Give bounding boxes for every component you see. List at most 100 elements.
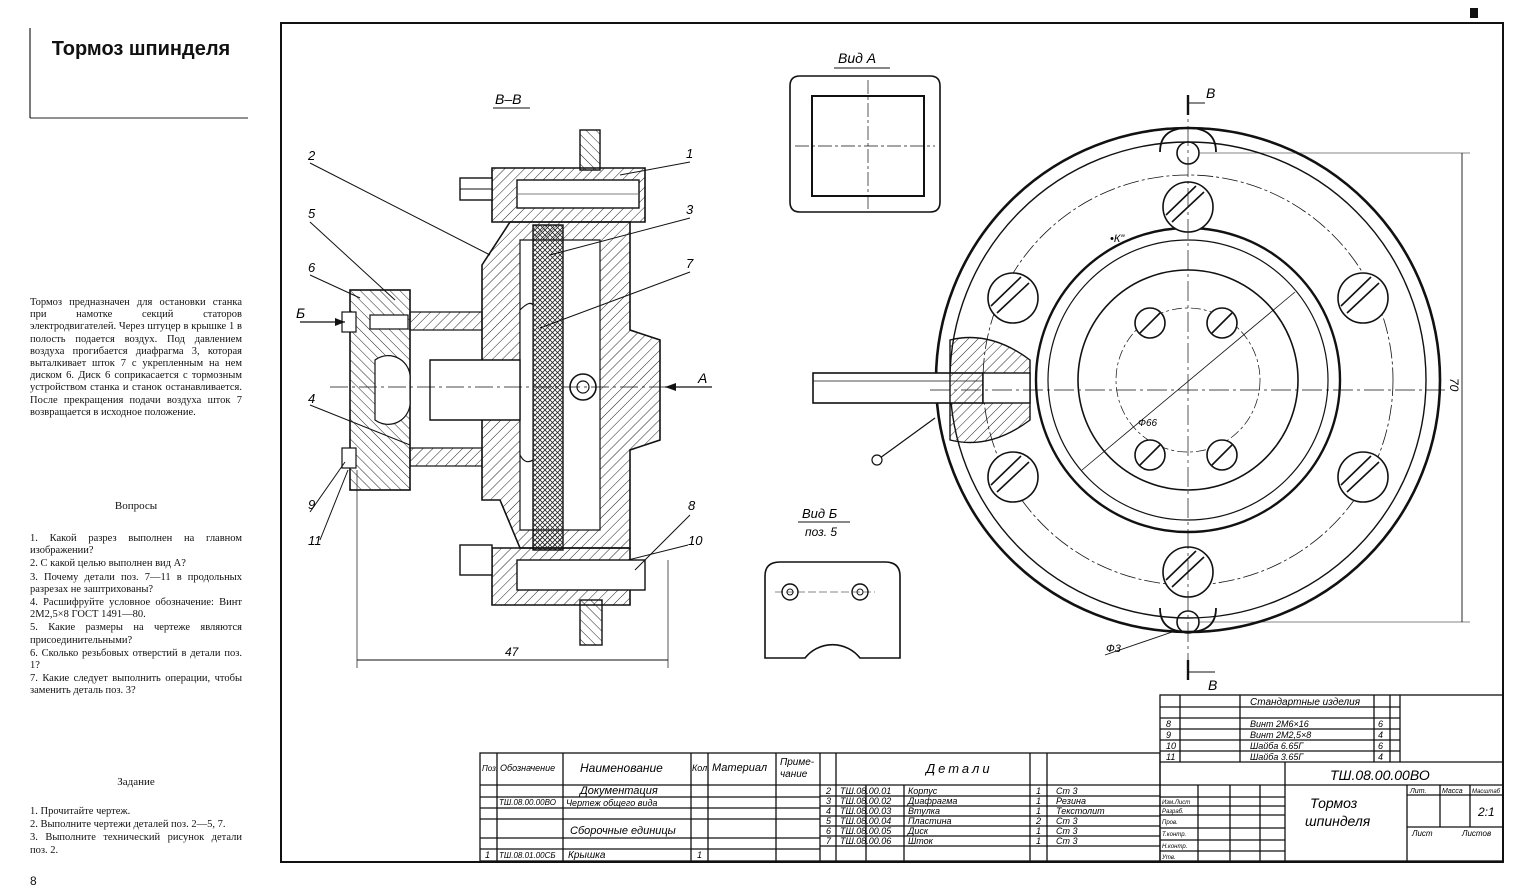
section-label: В–В — [495, 91, 521, 107]
detail-code: ТШ.08.00.05 — [840, 826, 892, 836]
leader-10: 10 — [688, 533, 703, 548]
question-item: 7. Какие следует выполнить операции, что… — [30, 673, 242, 697]
std-pos: 9 — [1166, 730, 1171, 740]
detail-pos: 3 — [826, 796, 831, 806]
page-title: Тормоз шпинделя — [51, 38, 231, 60]
task-item: 2. Выполните чертежи деталей поз. 2—5, 7… — [30, 819, 226, 831]
spec-row-pos: 1 — [485, 850, 490, 860]
front-view: Ф66 •К" В В 70 Ф3 — [812, 85, 1470, 693]
leader-4: 4 — [308, 391, 315, 406]
detail-name: Втулка — [908, 806, 940, 816]
question-item: 5. Какие размеры на чертеже являются при… — [30, 622, 242, 646]
spec-header-qty: Кол. — [692, 763, 710, 773]
dim-47: 47 — [505, 645, 520, 659]
std-name: Шайба 3.65Г — [1250, 752, 1304, 762]
leader-3: 3 — [686, 202, 694, 217]
details-heading: Детали — [924, 761, 993, 776]
spec-row-name: Документация — [578, 785, 658, 797]
detail-code: ТШ.08.00.06 — [840, 836, 891, 846]
drawing-frame — [280, 22, 1504, 863]
std-pos: 8 — [1166, 719, 1171, 729]
task-list: 1. Прочитайте чертеж. 2. Выполните черте… — [30, 806, 242, 858]
detail-pos: 5 — [826, 816, 832, 826]
view-b-sub: поз. 5 — [805, 525, 837, 539]
std-qty: 6 — [1378, 741, 1383, 751]
detail-pos: 6 — [826, 826, 831, 836]
detail-pos: 7 — [826, 836, 832, 846]
std-pos: 10 — [1166, 741, 1176, 751]
leader-1: 1 — [686, 146, 693, 161]
detail-code: ТШ.08.00.03 — [840, 806, 891, 816]
doc-code: ТШ.08.00.00ВО — [1330, 767, 1430, 783]
spec-header-material: Материал — [712, 762, 767, 774]
spec-row-name: Чертеж общего вида — [566, 798, 657, 808]
detail-qty: 1 — [1036, 806, 1041, 816]
question-item: 3. Почему детали поз. 7—11 в продольных … — [30, 571, 242, 595]
detail-qty: 1 — [1036, 826, 1041, 836]
stamp-row: Утв. — [1161, 855, 1176, 861]
std-name: Шайба 6.65Г — [1250, 741, 1304, 751]
cut-top-letter: В — [1206, 85, 1215, 101]
detail-code: ТШ.08.00.01 — [840, 786, 891, 796]
scale-label: Масштаб — [1472, 789, 1501, 795]
detail-qty: 1 — [1036, 836, 1041, 846]
leader-numbers: 1 2 3 4 5 6 7 8 9 10 11 — [307, 146, 703, 571]
task-heading: Задание — [117, 776, 155, 788]
question-item: 4. Расшифруйте условное обозначение: Вин… — [30, 597, 242, 621]
arrow-b-letter: Б — [296, 305, 305, 321]
doc-title-line-1: Тормоз — [1310, 795, 1358, 811]
question-item: 6. Сколько резьбовых отверстий в детали … — [30, 647, 242, 672]
stamp-row: Пров. — [1162, 820, 1178, 826]
stamp-row: Разраб. — [1162, 809, 1184, 815]
detail-material: Ст 3 — [1056, 836, 1078, 846]
spec-header-note-1: Приме- — [780, 757, 815, 768]
spec-row-name: Сборочные единицы — [570, 825, 676, 837]
task-item: 1. Прочитайте чертеж. — [30, 806, 131, 817]
leader-5: 5 — [308, 206, 316, 221]
std-qty: 4 — [1378, 730, 1383, 740]
stamp-row: Н.контр. — [1162, 844, 1187, 850]
section-bb: В–В Б А — [296, 91, 712, 668]
question-item: 1. Какой разрез выполнен на главном изоб… — [30, 533, 242, 557]
detail-qty: 2 — [1035, 816, 1041, 826]
spec-row-name: Крышка — [568, 850, 606, 861]
detail-code: ТШ.08.00.04 — [840, 816, 891, 826]
std-name: Винт 2М6×16 — [1250, 719, 1309, 729]
scale-value: 2:1 — [1477, 805, 1495, 819]
stamp-row: Изм.Лист — [1162, 800, 1190, 806]
spec-row-code: ТШ.08.00.00ВО — [499, 798, 556, 807]
leader-8: 8 — [688, 498, 696, 513]
detail-name: Шток — [908, 836, 934, 846]
detail-name: Корпус — [908, 786, 938, 796]
doc-title-line-2: шпинделя — [1305, 813, 1371, 829]
std-qty: 6 — [1378, 719, 1383, 729]
detail-code: ТШ.08.00.02 — [840, 796, 891, 806]
detail-name: Диафрагма — [907, 796, 957, 806]
spec-row-qty: 1 — [697, 850, 702, 860]
sheets-label: Листов — [1461, 829, 1491, 838]
leader-7: 7 — [686, 256, 694, 271]
view-a: Вид А — [789, 50, 941, 213]
point-k: •К" — [1110, 233, 1125, 245]
diaphragm — [532, 224, 564, 551]
stamp-row: Т.контр. — [1162, 832, 1186, 838]
detail-pos: 2 — [825, 786, 831, 796]
std-qty: 4 — [1378, 752, 1383, 762]
page-number: 8 — [30, 874, 37, 888]
detail-material: Ст 3 — [1056, 816, 1078, 826]
spec-header-code: Обозначение — [500, 763, 555, 773]
dim-d66: Ф66 — [1138, 418, 1158, 429]
detail-pos: 4 — [826, 806, 831, 816]
detail-name: Пластина — [908, 816, 952, 826]
std-heading: Стандартные изделия — [1250, 697, 1361, 708]
mass-label: Масса — [1442, 788, 1463, 795]
specification-table: Поз. Обозначение Наименование Кол. Матер… — [479, 694, 1504, 862]
leader-9: 9 — [308, 497, 315, 512]
side-text-column: Тормоз шпинделя Тормоз предназначен для … — [0, 0, 248, 890]
lit-label: Лит. — [1409, 788, 1426, 795]
question-item: 2. С какой целью выполнен вид А? — [30, 558, 186, 570]
std-name: Винт 2М2,5×8 — [1250, 730, 1311, 740]
sheet-label: Лист — [1411, 829, 1433, 838]
arrow-a-letter: А — [697, 370, 707, 386]
